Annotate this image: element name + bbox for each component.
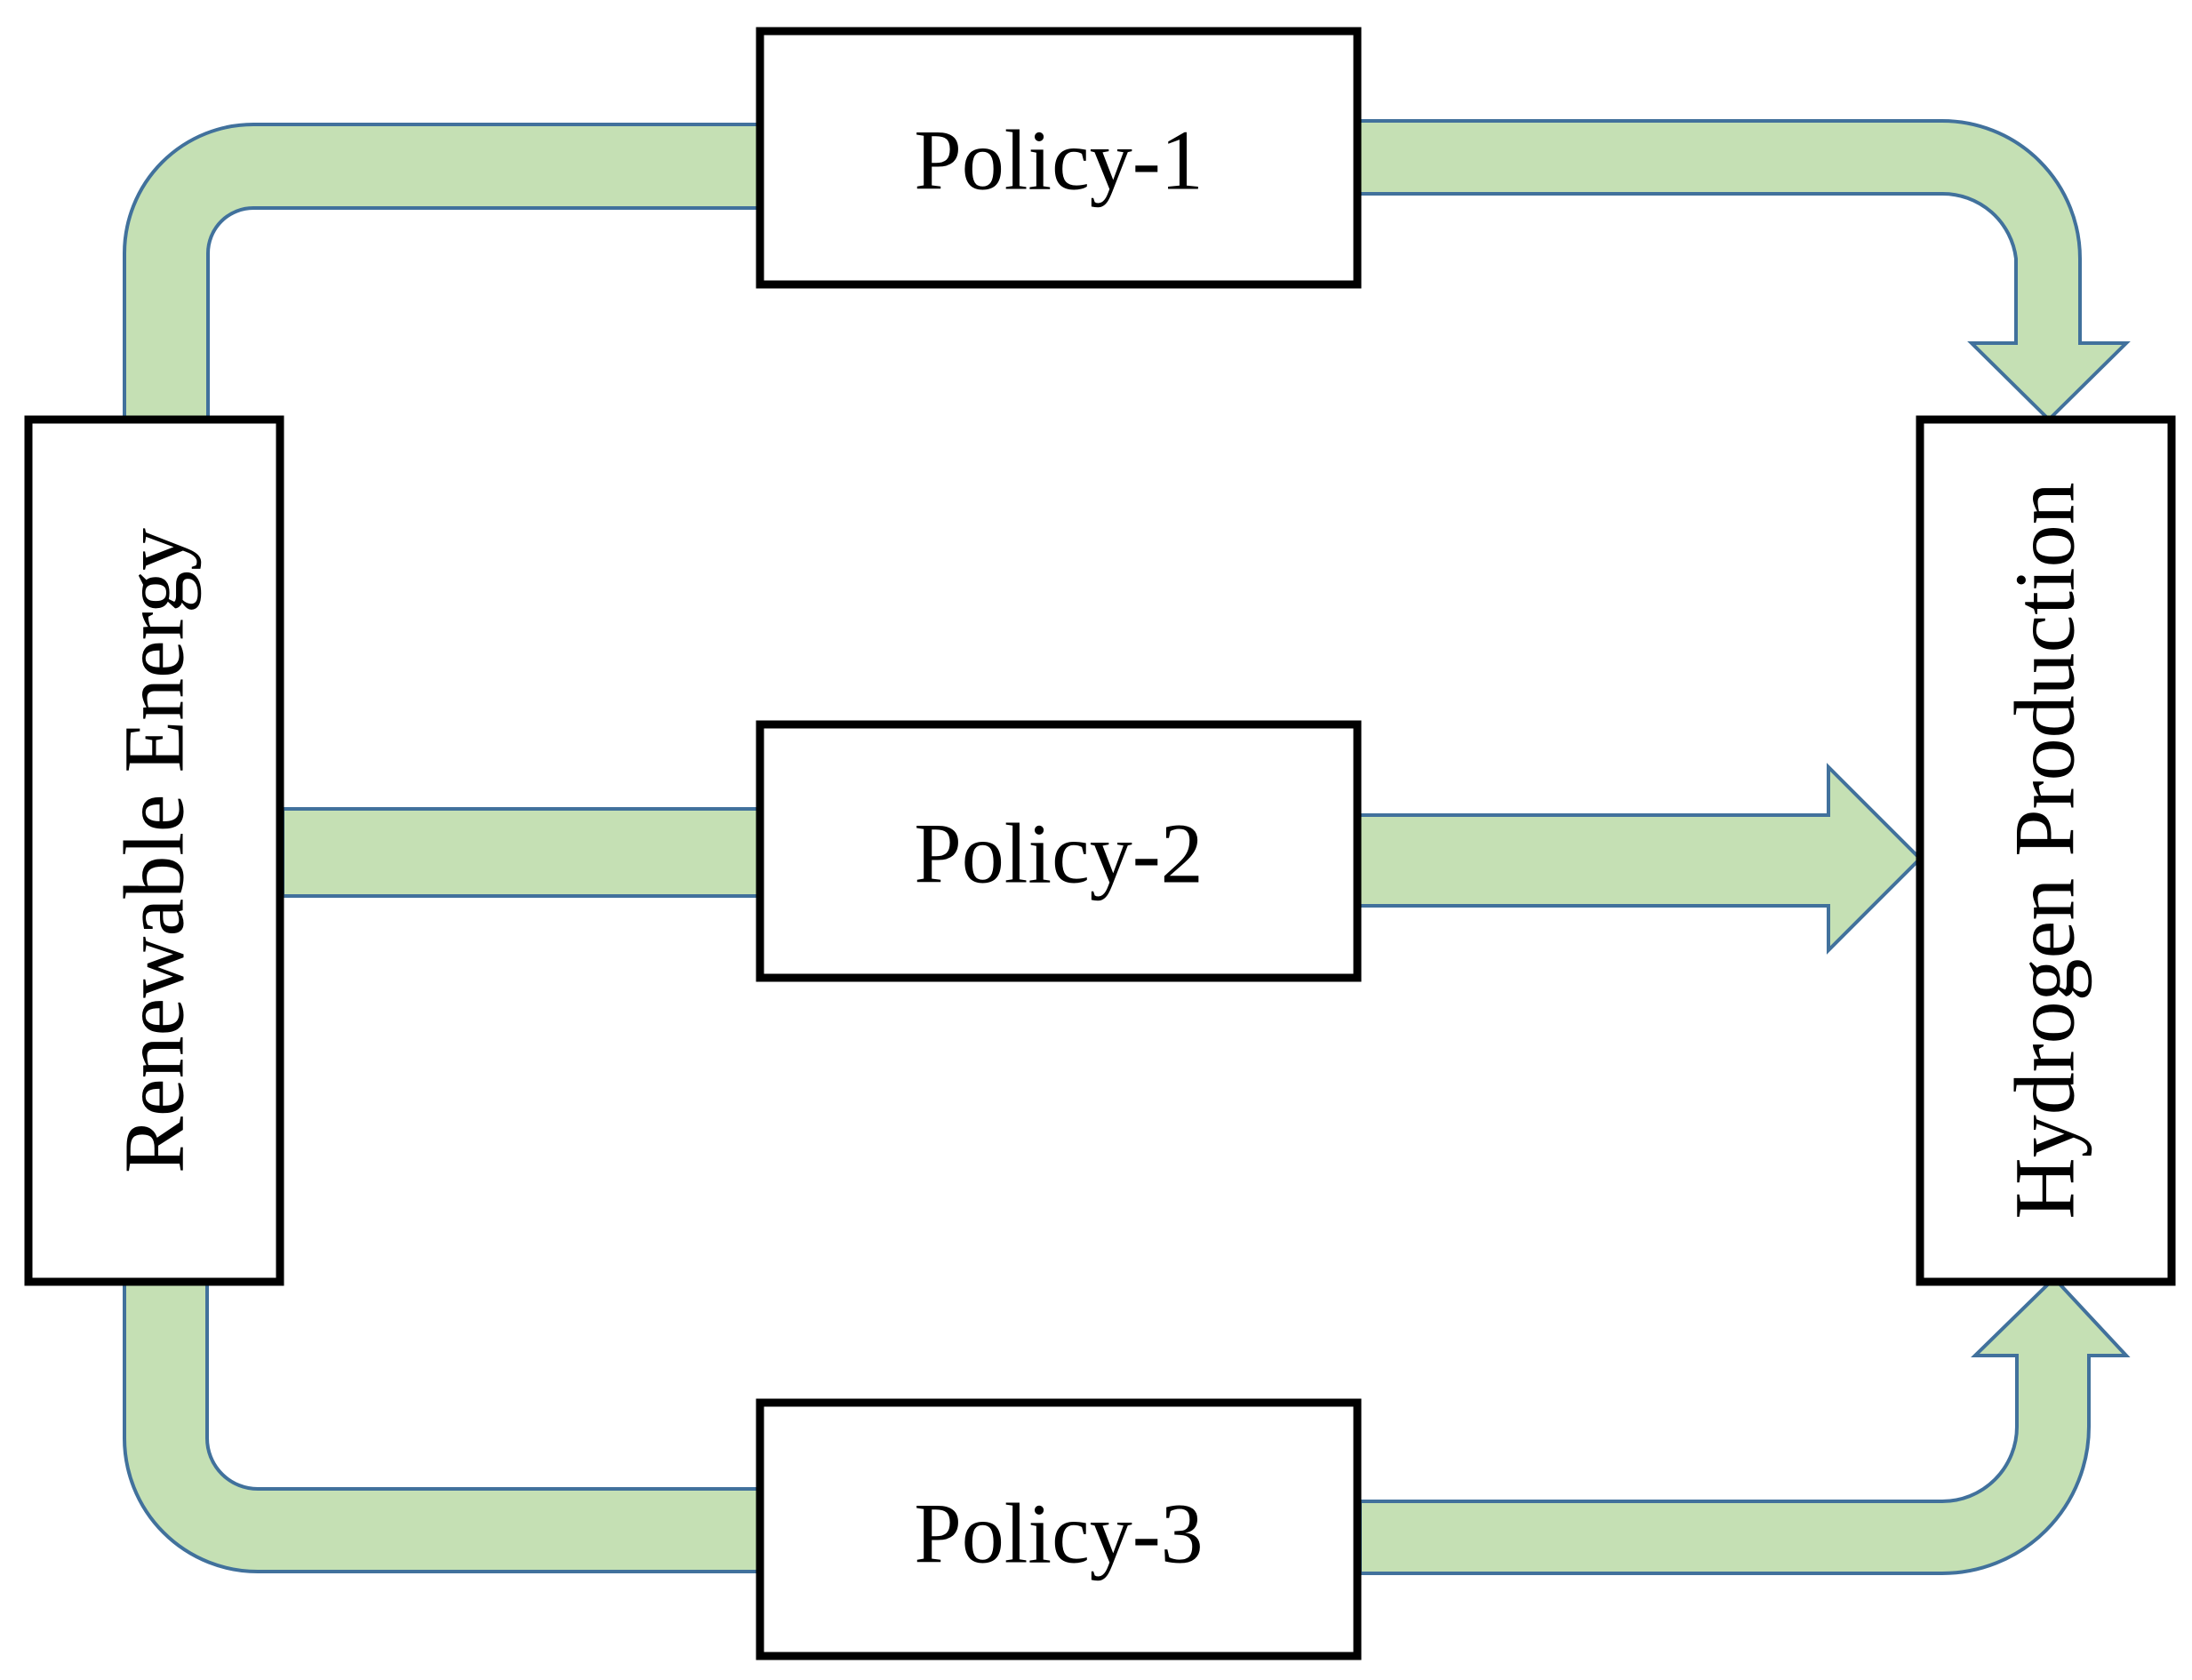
node-hydrogen-production-label: Hydrogen Production	[1997, 482, 2092, 1219]
node-policy-1: Policy-1	[756, 27, 1362, 289]
connector-policy-3-to-hydrogen	[1358, 1276, 2131, 1575]
connector-renewable-to-policy-2	[281, 807, 772, 898]
node-renewable-energy: Renewable Energy	[24, 415, 284, 1286]
node-hydrogen-production: Hydrogen Production	[1916, 415, 2176, 1286]
connector-renewable-to-policy-1	[123, 123, 768, 423]
node-renewable-energy-label: Renewable Energy	[107, 528, 202, 1173]
node-policy-3-label: Policy-3	[914, 1486, 1203, 1581]
node-policy-2: Policy-2	[756, 720, 1362, 982]
node-policy-3: Policy-3	[756, 1398, 1362, 1660]
connector-policy-1-to-hydrogen	[1349, 119, 2131, 422]
node-policy-2-label: Policy-2	[914, 806, 1203, 901]
connector-renewable-to-policy-3	[123, 1275, 773, 1573]
node-policy-1-label: Policy-1	[914, 113, 1203, 208]
connector-policy-2-to-hydrogen	[1349, 763, 1923, 955]
